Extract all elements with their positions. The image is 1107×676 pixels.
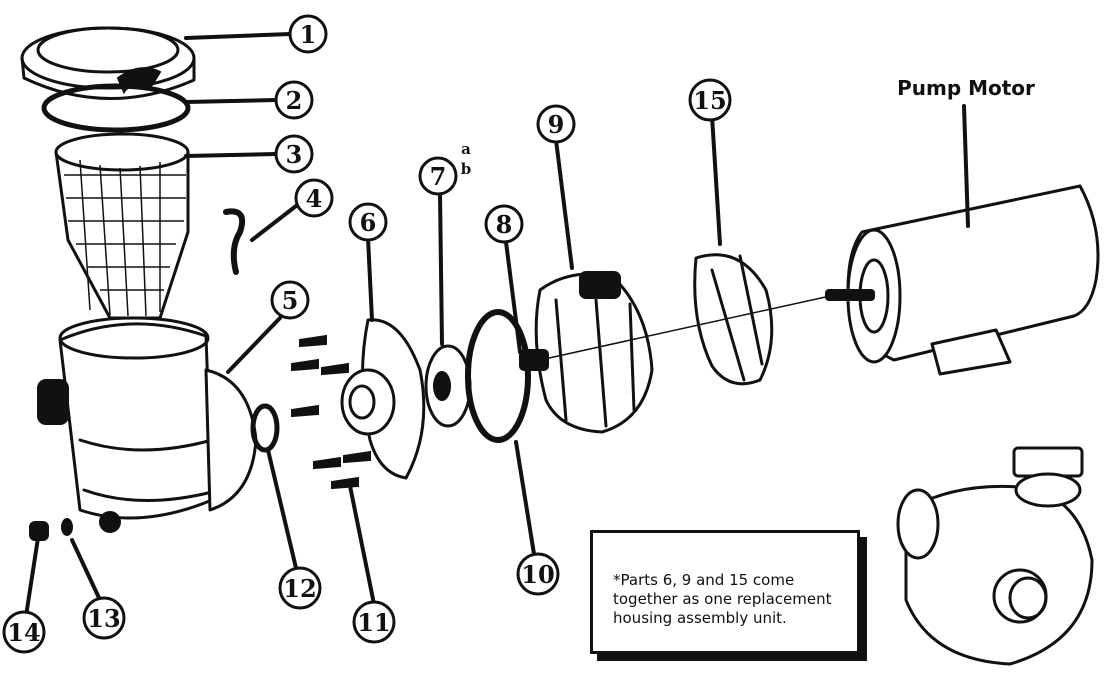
callout-1-label: 1 xyxy=(300,20,317,49)
callout-10-label: 10 xyxy=(521,560,554,589)
callout-4: 4 xyxy=(294,178,334,218)
callout-2-label: 2 xyxy=(286,86,303,115)
callout-13: 13 xyxy=(82,596,126,640)
callout-12-label: 12 xyxy=(283,574,316,603)
callout-15-label: 15 xyxy=(693,86,726,115)
callout-7: 7 a b xyxy=(418,140,472,196)
callout-11-label: 11 xyxy=(357,608,390,637)
callout-9: 9 xyxy=(536,104,576,144)
callout-4-label: 4 xyxy=(306,184,323,213)
part-5-strainer-pot xyxy=(37,316,258,533)
part-6-seal-plate xyxy=(340,318,426,480)
callout-2: 2 xyxy=(274,80,314,120)
leader-lines xyxy=(24,32,970,618)
callout-7-sub-a: a xyxy=(461,140,471,158)
callout-12: 12 xyxy=(278,566,322,610)
part-15-motor-adapter xyxy=(693,253,774,386)
callout-11: 11 xyxy=(352,600,396,644)
part-4-clip xyxy=(223,208,246,275)
part-1-lid xyxy=(20,26,196,100)
callout-8: 8 xyxy=(484,204,524,244)
callout-7-sub-b: b xyxy=(461,160,472,178)
callout-15: 15 xyxy=(688,78,732,122)
callout-14: 14 xyxy=(2,610,46,654)
callout-13-label: 13 xyxy=(87,604,120,633)
part-12-o-ring xyxy=(250,403,280,453)
replacement-note-box: *Parts 6, 9 and 15 come together as one … xyxy=(590,530,860,654)
pump-motor-label: Pump Motor xyxy=(897,76,1035,100)
callout-5-label: 5 xyxy=(282,286,299,315)
callout-9-label: 9 xyxy=(548,110,565,139)
callout-6-label: 6 xyxy=(360,208,377,237)
callout-7-label: 7 xyxy=(430,162,447,191)
callout-3: 3 xyxy=(274,134,314,174)
callout-5: 5 xyxy=(270,280,310,320)
callout-8-label: 8 xyxy=(496,210,513,239)
part-2-lid-o-ring xyxy=(41,83,191,133)
part-10-housing-o-ring xyxy=(465,309,531,443)
part-9-pump-housing xyxy=(519,271,654,434)
callout-6: 6 xyxy=(348,202,388,242)
callout-10: 10 xyxy=(516,552,560,596)
part-7-impeller xyxy=(424,344,472,428)
part-3-strainer-basket xyxy=(54,132,190,320)
callout-14-label: 14 xyxy=(7,618,40,647)
pump-motor xyxy=(825,184,1100,376)
shaft-alignment-line xyxy=(539,295,831,361)
part-13-drain-plug-o-ring xyxy=(61,518,73,536)
callout-1: 1 xyxy=(288,14,328,54)
replacement-note-text: *Parts 6, 9 and 15 come together as one … xyxy=(613,571,832,627)
callout-3-label: 3 xyxy=(286,140,303,169)
housing-assembly-illustration xyxy=(896,446,1094,666)
